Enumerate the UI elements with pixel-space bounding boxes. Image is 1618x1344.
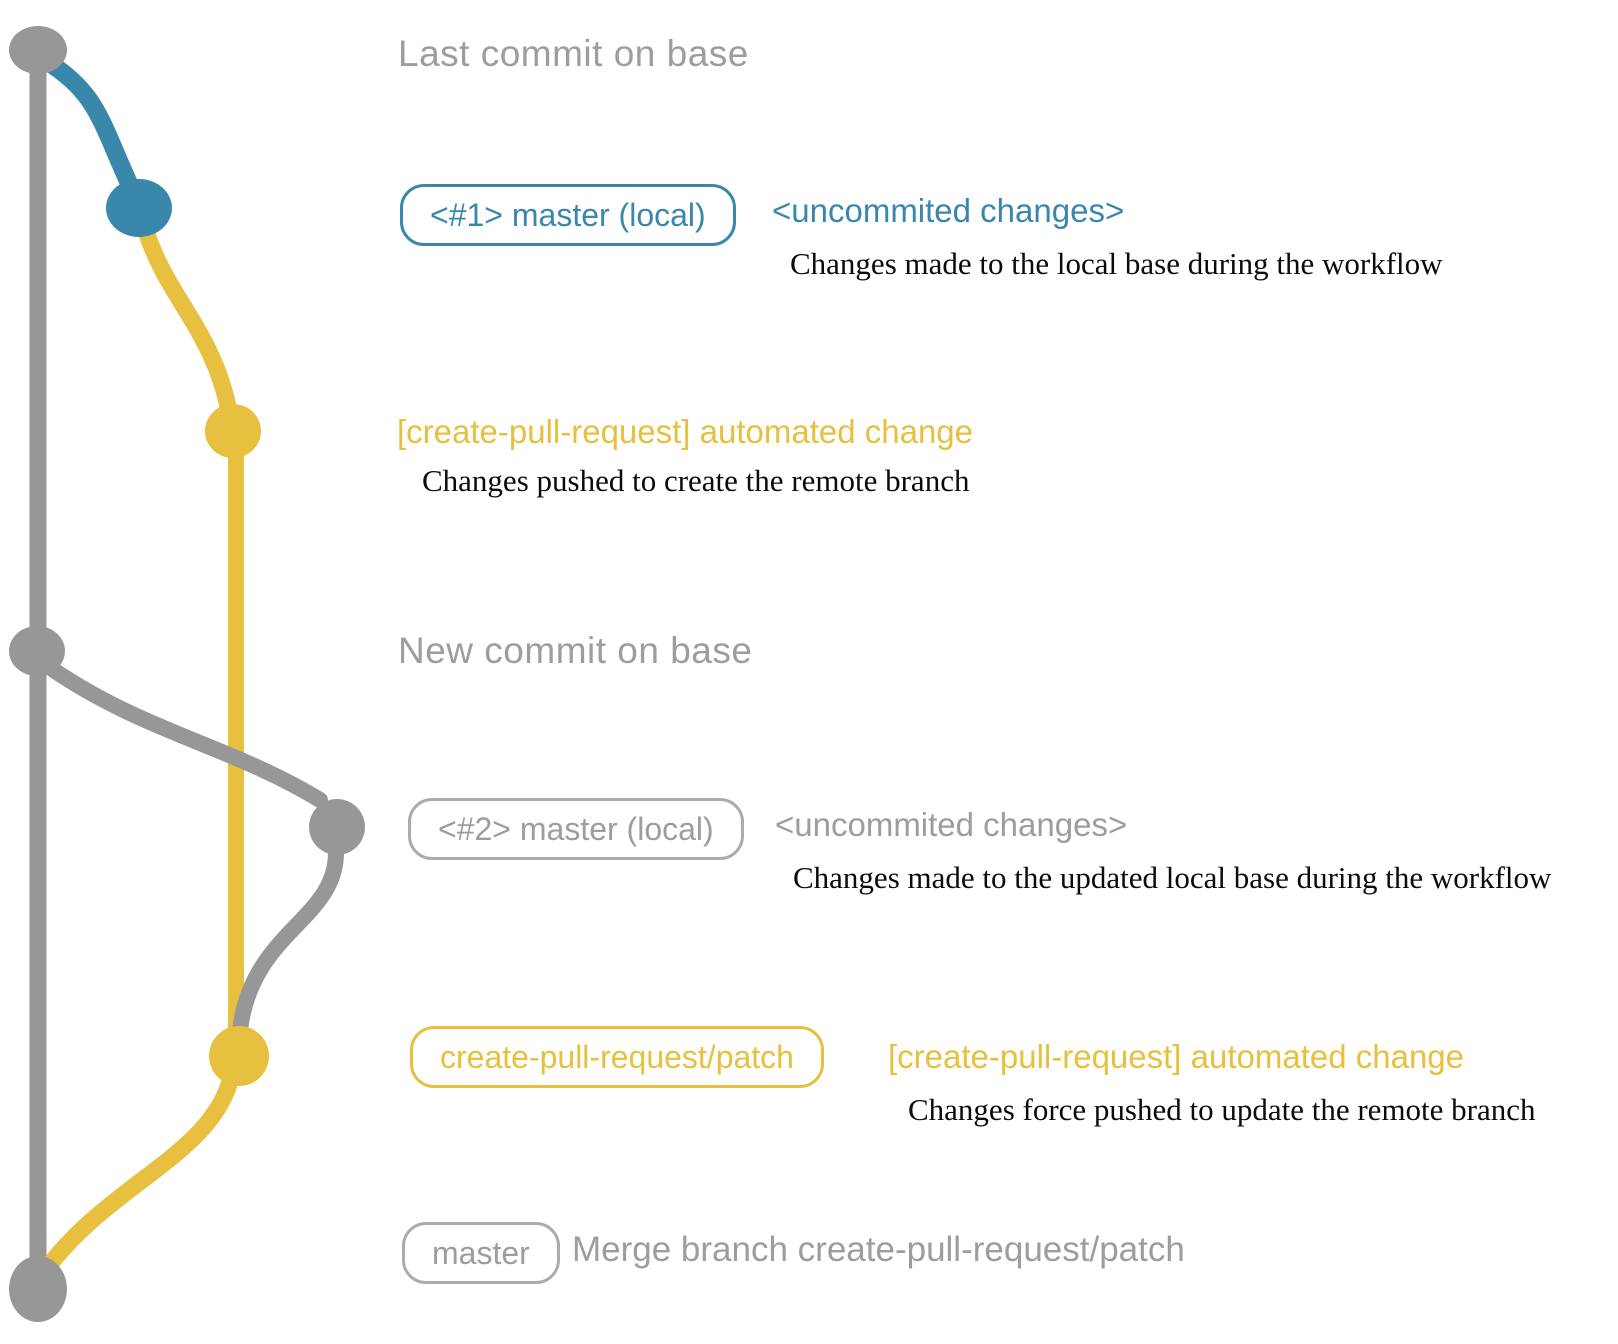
rebase-out-curve bbox=[34, 654, 328, 808]
commit-dot-last-base bbox=[9, 26, 67, 74]
git-graph bbox=[9, 26, 365, 1322]
caption-local-changes-1: Changes made to the local base during th… bbox=[790, 246, 1443, 281]
push-remote-curve bbox=[137, 222, 239, 425]
commit-dot-remote-2 bbox=[209, 1026, 269, 1086]
rebase-in-curve bbox=[232, 842, 345, 1038]
commit-dot-local-1 bbox=[106, 179, 172, 237]
commit-dot-merge bbox=[9, 1256, 67, 1322]
caption-local-changes-2: Changes made to the updated local base d… bbox=[793, 860, 1552, 895]
annotation-merge-branch: Merge branch create-pull-request/patch bbox=[572, 1230, 1185, 1269]
badge-create-pull-request-patch: create-pull-request/patch bbox=[410, 1026, 824, 1088]
label-last-commit-on-base: Last commit on base bbox=[398, 33, 749, 74]
annotation-automated-change-2: [create-pull-request] automated change bbox=[888, 1038, 1465, 1075]
commit-dot-remote-1 bbox=[205, 404, 261, 458]
annotation-uncommited-changes-1: <uncommited changes> bbox=[772, 192, 1125, 229]
caption-force-push-remote: Changes force pushed to update the remot… bbox=[908, 1092, 1536, 1127]
badge-master-local-1: <#1> master (local) bbox=[400, 184, 736, 246]
local-change-curve bbox=[36, 51, 142, 201]
label-new-commit-on-base: New commit on base bbox=[398, 630, 753, 671]
caption-push-create-remote: Changes pushed to create the remote bran… bbox=[422, 463, 970, 498]
badge-master: master bbox=[402, 1222, 560, 1284]
badge-master-local-2: <#2> master (local) bbox=[408, 798, 744, 860]
commit-dot-new-base bbox=[9, 626, 65, 676]
commit-dot-local-2 bbox=[309, 799, 365, 855]
merge-curve bbox=[35, 1065, 241, 1281]
annotation-automated-change-1: [create-pull-request] automated change bbox=[397, 413, 974, 450]
annotation-uncommited-changes-2: <uncommited changes> bbox=[775, 806, 1128, 843]
